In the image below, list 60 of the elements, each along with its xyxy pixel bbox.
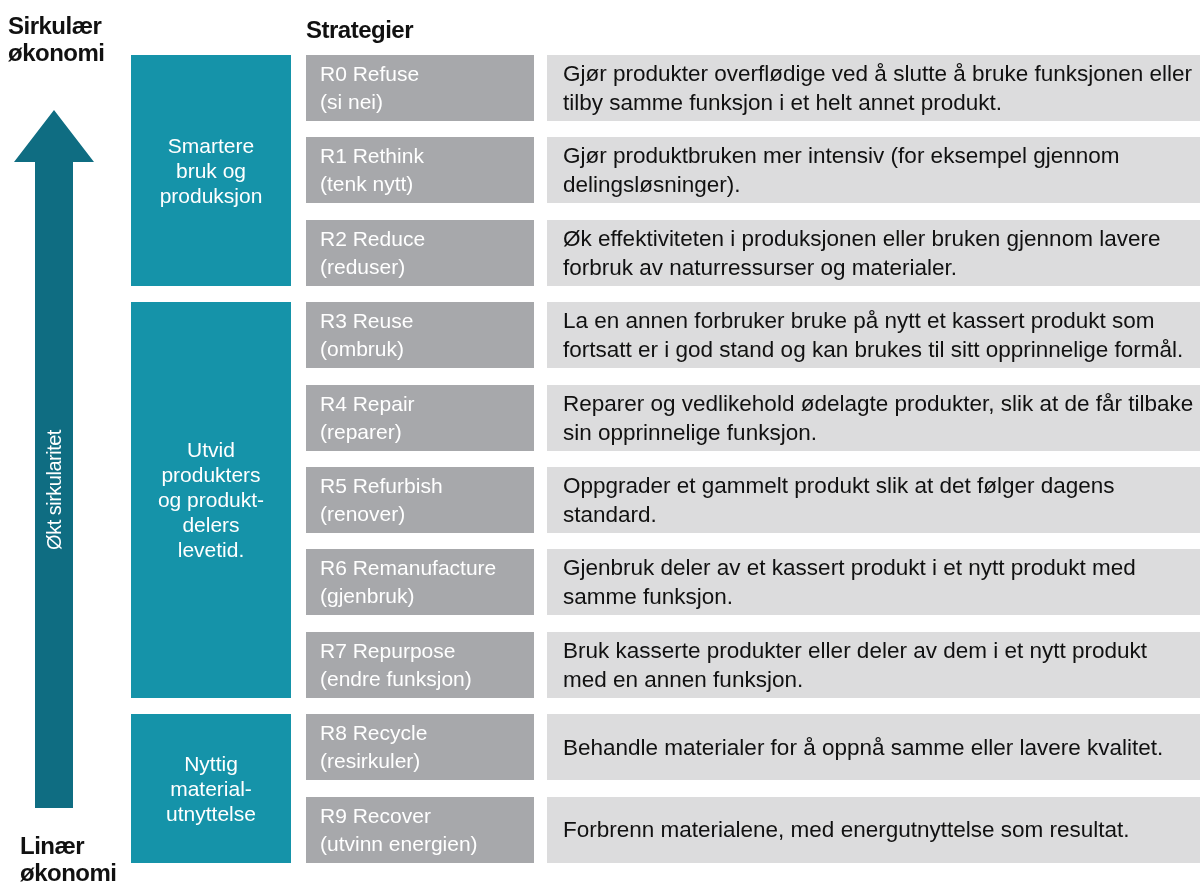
strategy-text: (tenk nytt) — [320, 171, 415, 198]
strategy-text: (reparer) — [320, 418, 403, 445]
strategy-text: R6 Remanufacture — [320, 555, 498, 582]
description-box — [547, 384, 1200, 451]
strategy-box — [306, 796, 534, 863]
group-title: Smartere bruk og produksjon — [158, 132, 264, 208]
strategy-text: R1 Rethink — [320, 143, 425, 170]
description-box — [547, 467, 1200, 533]
strategy-box — [306, 219, 534, 286]
description-text: Behandle materialer for å oppnå samme eller lavere kvalitet. — [563, 733, 1165, 762]
strategy-box — [306, 631, 534, 698]
strategy-text: R9 Recover — [320, 802, 432, 829]
description-text: Reparer og vedlikehold ødelagte produkter, slik at de får tilbake sin opprinnelige funksjon. — [563, 389, 1194, 447]
description-box — [547, 219, 1200, 286]
strategy-box — [306, 137, 534, 204]
strategy-text: R8 Recycle — [320, 720, 429, 747]
group-box — [131, 55, 291, 286]
column-heading: Strategier — [306, 16, 415, 43]
group-title: Utvid produkters og produkt-delers levetid. — [156, 437, 266, 563]
strategy-box — [306, 302, 534, 369]
description-box — [547, 549, 1200, 616]
description-box — [547, 631, 1200, 698]
strategy-text: (si nei) — [320, 89, 384, 115]
description-box — [547, 137, 1200, 204]
strategy-box — [306, 549, 534, 616]
strategy-box — [306, 467, 534, 533]
strategy-box — [306, 384, 534, 451]
strategy-text: (reduser) — [320, 253, 407, 280]
description-box — [547, 302, 1200, 369]
strategy-text: R0 Refuse — [320, 61, 421, 87]
description-text: Øk effektiviteten i produksjonen eller bruken gjennom lavere forbruk av naturressurser og materialer. — [563, 224, 1162, 282]
strategy-text: R5 Refurbish — [320, 473, 444, 499]
strategy-text: (utvinn energien) — [320, 830, 479, 857]
strategy-box — [306, 714, 534, 781]
description-text: Oppgrader et gammelt produkt slik at det følger dagens standard. — [563, 472, 1116, 529]
description-text: Gjør produktbruken mer intensiv (for eksempel gjennom delingsløsninger). — [563, 142, 1121, 200]
group-title: Nyttig material-utnyttelse — [165, 750, 257, 826]
axis-end-label: Sirkulær økonomi — [8, 12, 106, 66]
strategy-text: R2 Reduce — [320, 225, 427, 252]
arrow-label: Økt sirkularitet — [41, 430, 66, 550]
strategy-text: R3 Reuse — [320, 308, 415, 335]
group-box — [131, 302, 291, 698]
description-box — [547, 714, 1200, 781]
strategy-box — [306, 55, 534, 121]
description-text: La en annen forbruker bruke på nytt et kassert produkt som fortsatt er i god stand og kan brukes til sitt opprinnelige formål. — [563, 307, 1185, 365]
group-box — [131, 714, 291, 863]
strategy-text: (renover) — [320, 501, 407, 527]
description-box — [547, 796, 1200, 863]
description-text: Gjenbruk deler av et kassert produkt i et nytt produkt med samme funksjon. — [563, 554, 1137, 612]
strategy-text: R7 Repurpose — [320, 637, 457, 664]
strategy-text: (gjenbruk) — [320, 583, 416, 610]
strategy-text: R4 Repair — [320, 390, 416, 417]
axis-end-label: Linær økonomi — [20, 832, 118, 886]
strategy-text: (resirkuler) — [320, 748, 422, 775]
description-box — [547, 55, 1200, 121]
strategy-text: (endre funksjon) — [320, 665, 473, 692]
strategy-text: (ombruk) — [320, 336, 405, 363]
description-text: Forbrenn materialene, med energutnyttelse som resultat. — [563, 816, 1131, 845]
description-text: Bruk kasserte produkter eller deler av dem i et nytt produkt med en annen funksjon. — [563, 636, 1149, 694]
description-text: Gjør produkter overflødige ved å slutte å bruke funksjonen eller tilby samme funksjon i et helt annet produkt. — [563, 60, 1194, 117]
